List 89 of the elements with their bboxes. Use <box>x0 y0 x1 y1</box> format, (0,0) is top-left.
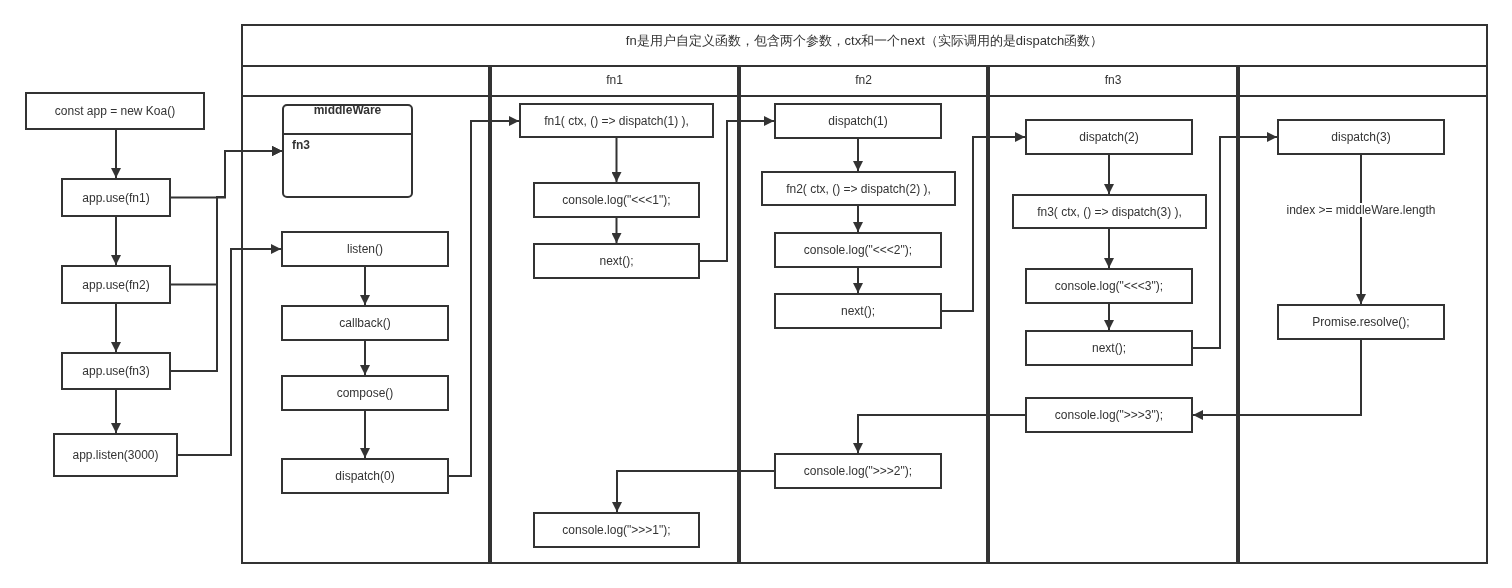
pool-frame <box>241 24 1488 564</box>
swimlane <box>739 65 988 564</box>
process-box <box>281 458 449 494</box>
arrow <box>1192 132 1278 349</box>
swimlane <box>241 65 490 564</box>
process-label: app.listen(3000) <box>72 448 159 462</box>
process-box <box>1025 330 1193 366</box>
process-box <box>1012 194 1207 229</box>
lane-header: fn1 <box>605 73 624 87</box>
process-box <box>281 375 449 411</box>
process-label: console.log(">>>2"); <box>803 464 913 478</box>
process-box <box>1277 304 1445 340</box>
arrow <box>853 205 863 233</box>
process-label: console.log("<<<2"); <box>803 243 913 257</box>
process-label: console.log(">>>3"); <box>1054 408 1164 422</box>
process-box <box>774 293 942 329</box>
process-box <box>61 178 171 217</box>
arrow <box>177 244 282 456</box>
swimlane <box>490 65 739 564</box>
list-heading: middleWare <box>312 103 383 117</box>
arrow <box>941 132 1026 312</box>
arrow <box>360 410 370 459</box>
process-box <box>774 232 942 268</box>
arrow <box>853 414 1026 454</box>
list-item: fn3 <box>292 138 310 152</box>
swimlane <box>1238 65 1488 564</box>
arrow <box>170 146 283 372</box>
process-box <box>1025 397 1193 433</box>
arrow <box>360 340 370 376</box>
process-label: dispatch(1) <box>828 114 888 128</box>
process-label: fn1( ctx, () => dispatch(1) ), <box>544 113 689 128</box>
edge-label: index >= middleWare.length <box>1284 202 1438 217</box>
process-box <box>61 265 171 304</box>
process-label: dispatch(2) <box>1079 130 1139 144</box>
list-box <box>282 104 413 198</box>
process-label: const app = new Koa() <box>54 104 176 118</box>
process-box <box>1277 119 1445 155</box>
swimlane <box>988 65 1238 564</box>
process-label: dispatch(3) <box>1331 130 1391 144</box>
arrow <box>612 470 775 513</box>
process-label: next(); <box>1092 341 1126 355</box>
process-box <box>533 243 700 279</box>
arrow <box>611 217 622 244</box>
arrow <box>448 116 520 477</box>
lane-header: fn2 <box>854 73 873 87</box>
process-label: Promise.resolve(); <box>1312 315 1410 329</box>
arrow <box>111 216 121 266</box>
arrow <box>1104 228 1114 269</box>
process-box <box>774 103 942 139</box>
arrow <box>360 266 370 306</box>
arrow <box>1192 339 1362 420</box>
process-box <box>774 453 942 489</box>
process-label: fn2( ctx, () => dispatch(2) ), <box>786 181 931 196</box>
process-box <box>519 103 714 138</box>
process-box <box>25 92 205 130</box>
arrow <box>111 303 121 353</box>
process-label: console.log("<<<3"); <box>1054 279 1164 293</box>
arrow <box>699 116 775 262</box>
arrow <box>111 389 121 434</box>
arrow <box>853 138 863 172</box>
process-label: fn3( ctx, () => dispatch(3) ), <box>1037 204 1182 219</box>
lane-header: fn3 <box>1103 73 1123 87</box>
process-box <box>533 182 700 218</box>
process-label: app.use(fn2) <box>82 277 150 292</box>
process-label: app.use(fn3) <box>82 364 150 378</box>
arrow <box>853 267 863 294</box>
process-label: dispatch(0) <box>335 469 395 483</box>
process-box <box>761 171 956 206</box>
process-label: app.use(fn1) <box>82 190 150 205</box>
process-box <box>61 352 171 390</box>
arrow <box>1356 154 1366 305</box>
process-label: next(); <box>841 304 875 318</box>
process-label: compose() <box>336 386 394 400</box>
process-box <box>1025 268 1193 304</box>
process-box <box>1025 119 1193 155</box>
arrow <box>611 137 622 183</box>
arrow <box>1104 303 1114 331</box>
process-label: callback() <box>339 316 391 330</box>
pool-title: fn是用户自定义函数，包含两个参数，ctx和一个next（实际调用的是dispatch函数） <box>624 32 1105 50</box>
arrow <box>111 129 121 179</box>
process-label: listen() <box>347 242 383 256</box>
arrow <box>1104 154 1114 195</box>
process-box <box>281 305 449 341</box>
process-box <box>281 231 449 267</box>
process-box <box>533 512 700 548</box>
process-label: console.log("<<<1"); <box>562 193 671 207</box>
process-box <box>53 433 178 477</box>
process-label: next(); <box>599 254 634 268</box>
process-label: console.log(">>>1"); <box>562 523 671 537</box>
